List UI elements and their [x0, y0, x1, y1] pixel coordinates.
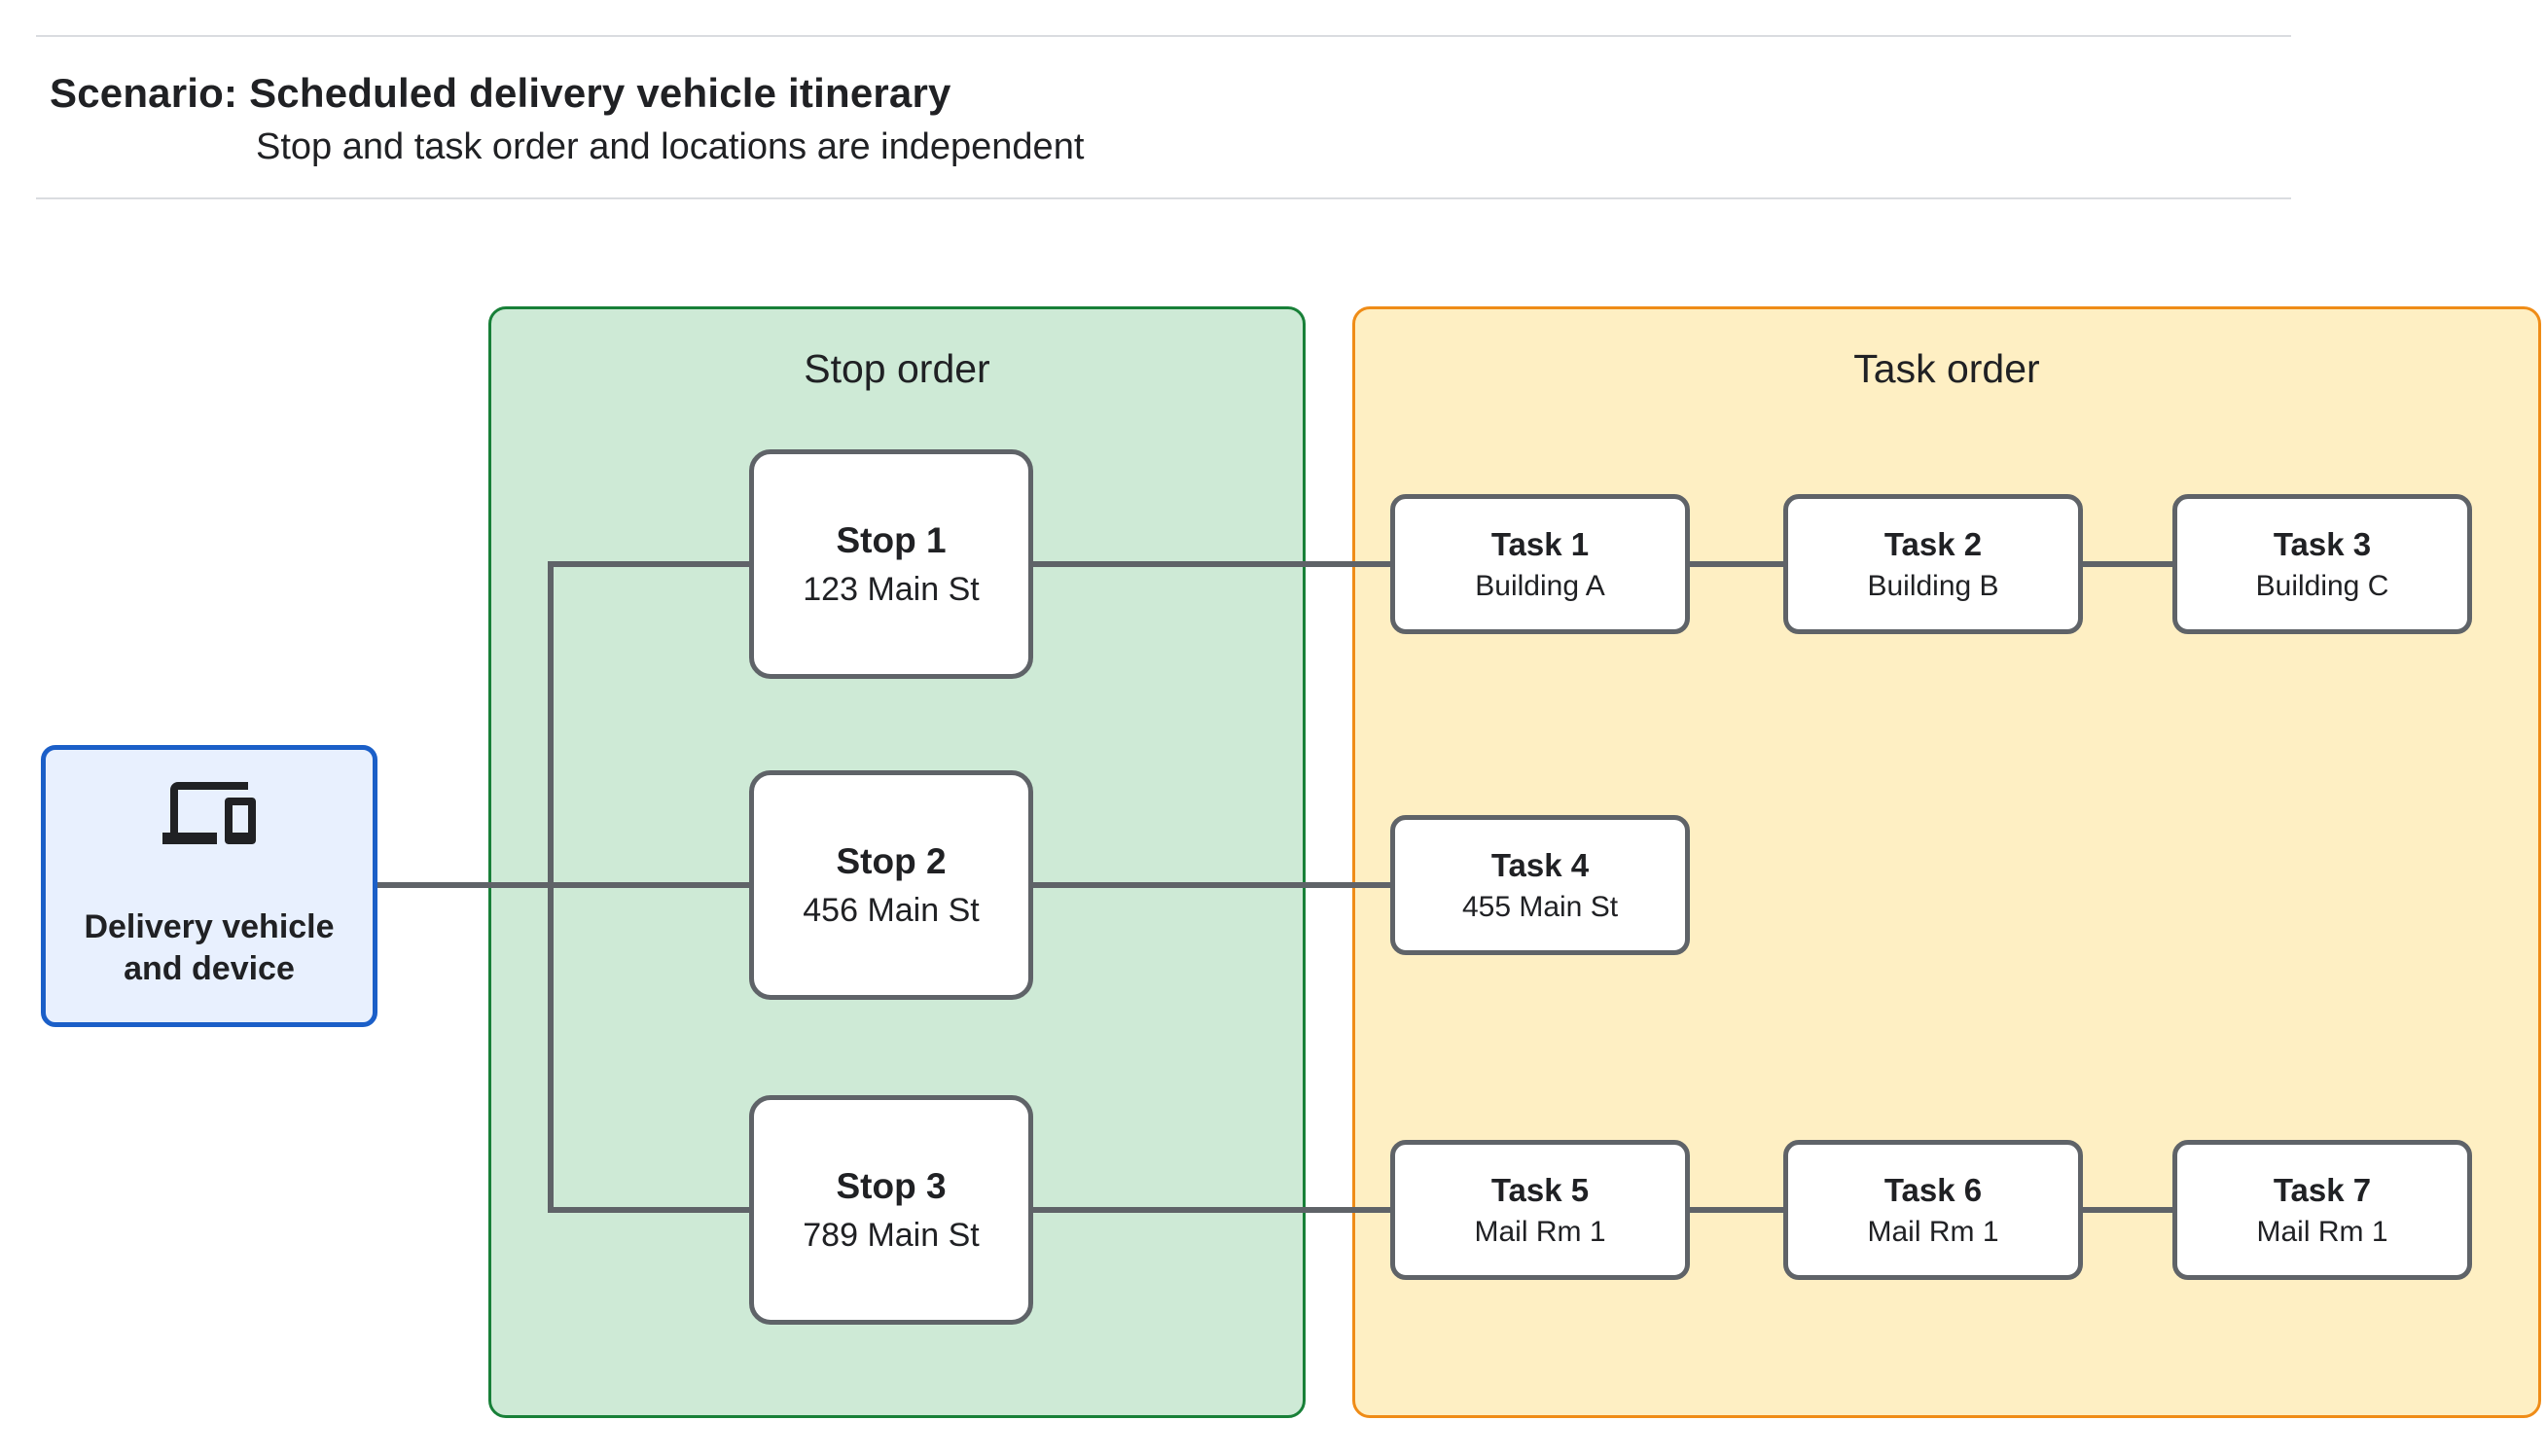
stop-address: 456 Main St — [803, 891, 980, 929]
stop-2-node: Stop 2 456 Main St — [749, 770, 1033, 1000]
task-location: Mail Rm 1 — [1474, 1215, 1606, 1248]
task-title: Task 2 — [1883, 525, 1983, 562]
stop-title: Stop 2 — [836, 840, 947, 881]
task-location: Mail Rm 1 — [2256, 1215, 2388, 1248]
task-title: Task 7 — [2273, 1171, 2372, 1208]
task-title: Task 6 — [1883, 1171, 1983, 1208]
task-title: Task 1 — [1490, 525, 1590, 562]
delivery-vehicle-label: Delivery vehicle and device — [84, 908, 335, 987]
stop-title: Stop 1 — [836, 519, 947, 560]
stop-3-node: Stop 3 789 Main St — [749, 1095, 1033, 1325]
page-title: Scenario: Scheduled delivery vehicle iti… — [50, 70, 951, 116]
task-6-node: Task 6 Mail Rm 1 — [1783, 1140, 2083, 1280]
task-location: 455 Main St — [1461, 890, 1619, 923]
stop-order-panel-label: Stop order — [804, 346, 990, 391]
task-2-node: Task 2 Building B — [1783, 494, 2083, 634]
stop-address: 789 Main St — [803, 1216, 980, 1254]
task-location: Building C — [2255, 569, 2389, 602]
top-divider — [36, 35, 2291, 37]
stop-title: Stop 3 — [836, 1165, 947, 1206]
task-5-node: Task 5 Mail Rm 1 — [1390, 1140, 1690, 1280]
task-location: Building A — [1475, 569, 1605, 602]
header-divider — [36, 197, 2291, 199]
task-title: Task 5 — [1490, 1171, 1590, 1208]
task-location: Building B — [1867, 569, 1999, 602]
task-4-node: Task 4 455 Main St — [1390, 815, 1690, 955]
task-title: Task 3 — [2273, 525, 2372, 562]
task-title: Task 4 — [1490, 846, 1590, 883]
task-7-node: Task 7 Mail Rm 1 — [2172, 1140, 2472, 1280]
task-3-node: Task 3 Building C — [2172, 494, 2472, 634]
delivery-vehicle-node: Delivery vehicle and device — [41, 745, 377, 1027]
task-location: Mail Rm 1 — [1867, 1215, 1999, 1248]
task-1-node: Task 1 Building A — [1390, 494, 1690, 634]
page-subtitle: Stop and task order and locations are in… — [256, 126, 1085, 167]
devices-icon — [162, 782, 256, 844]
stop-address: 123 Main St — [803, 570, 980, 608]
stop-1-node: Stop 1 123 Main St — [749, 449, 1033, 679]
task-order-panel-label: Task order — [1853, 346, 2040, 391]
